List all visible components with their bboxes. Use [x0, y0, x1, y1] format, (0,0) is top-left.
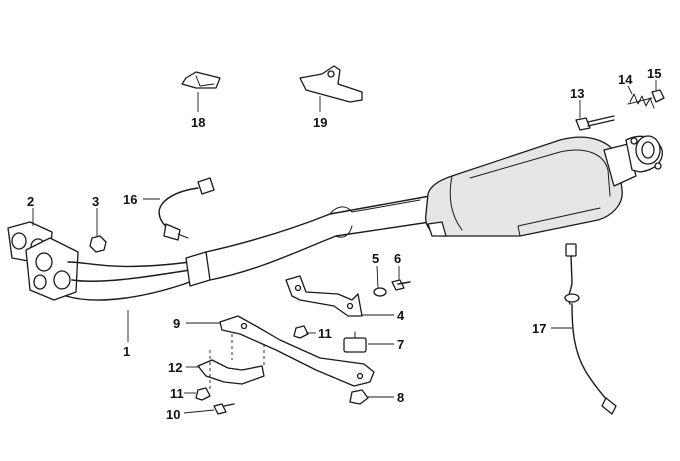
- spring-nut-part: [651, 89, 665, 103]
- callout-11-lower: 11: [170, 386, 184, 401]
- oxygen-sensor-part: [158, 177, 215, 241]
- callout-12: 12: [168, 360, 182, 375]
- callout-17: 17: [532, 321, 546, 336]
- bolt-part: [575, 115, 615, 131]
- hanger-bracket-part: [285, 275, 363, 317]
- callout-5: 5: [372, 251, 379, 266]
- support-bracket-part: [197, 315, 375, 390]
- hex-bolt-part: [391, 279, 411, 291]
- callout-8: 8: [397, 390, 404, 405]
- callout-labels: 1 2 3 4 5 6 7 8 9 10 11 11 12 13 14 15 1…: [27, 66, 661, 422]
- clip-part: [181, 71, 221, 89]
- small-nut-upper: [293, 325, 309, 339]
- leader-lines: [32, 80, 657, 414]
- callout-11-upper: 11: [318, 326, 332, 341]
- front-pipe-part: [7, 195, 431, 301]
- callout-6: 6: [394, 251, 401, 266]
- callout-14: 14: [618, 72, 633, 87]
- callout-9: 9: [173, 316, 180, 331]
- callout-19: 19: [313, 115, 327, 130]
- small-bolt-part: [213, 403, 235, 415]
- hex-nut-part: [349, 389, 369, 405]
- callout-2: 2: [27, 194, 34, 209]
- callout-15: 15: [647, 66, 661, 81]
- callout-13: 13: [570, 86, 584, 101]
- callout-4: 4: [397, 308, 405, 323]
- rubber-mount-part: [343, 331, 367, 353]
- clamp-bracket-part: [299, 65, 363, 103]
- callout-10: 10: [166, 407, 180, 422]
- callout-16: 16: [123, 192, 137, 207]
- callout-7: 7: [397, 337, 404, 352]
- temperature-sensor-part: [564, 243, 617, 415]
- nut-part: [89, 235, 107, 253]
- callout-3: 3: [92, 194, 99, 209]
- washer-part: [373, 287, 387, 297]
- small-nut-lower: [195, 387, 211, 401]
- catalytic-converter-part: [425, 135, 663, 237]
- spring-part: [627, 93, 655, 109]
- callout-1: 1: [123, 344, 130, 359]
- callout-18: 18: [191, 115, 205, 130]
